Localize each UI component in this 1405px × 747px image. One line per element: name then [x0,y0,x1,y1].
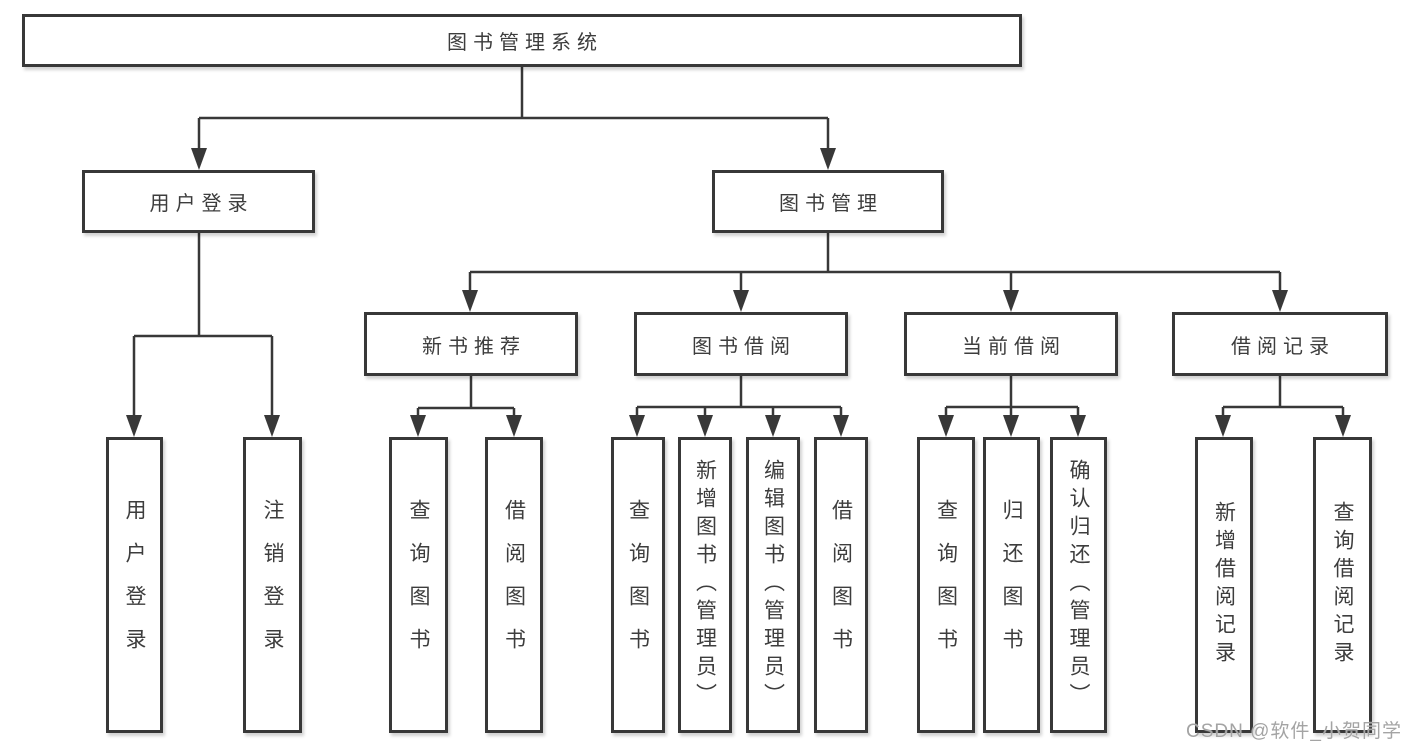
node-label: 新增图书（管理员） [693,459,717,711]
arrowheads [126,148,1351,437]
node-label: 确认归还（管理员） [1067,459,1090,711]
node-label: 查询图书 [407,499,430,671]
leaf-current-confirm-return-admin: 确认归还（管理员） [1050,437,1107,733]
leaf-logout: 注销登录 [243,437,302,733]
node-borrow-record: 借阅记录 [1172,312,1388,376]
node-label: 当前借阅 [962,335,1066,358]
node-label: 借阅图书 [502,499,526,671]
leaf-record-query: 查询借阅记录 [1313,437,1372,733]
node-label: 借阅图书 [829,499,853,671]
node-new-book-recommend: 新书推荐 [364,312,578,376]
node-label: 归还图书 [1000,499,1023,671]
node-label: 用户登录 [123,499,146,671]
leaf-borrow-query-book: 查询图书 [611,437,665,733]
leaf-current-return-book: 归还图书 [983,437,1040,733]
node-user-login: 用户登录 [82,170,315,233]
leaf-user-login: 用户登录 [106,437,163,733]
node-label: 用户登录 [149,193,254,215]
node-library-system-root: 图书管理系统 [22,14,1022,67]
node-label: 查询图书 [626,499,650,671]
leaf-record-add: 新增借阅记录 [1195,437,1253,733]
leaf-recommend-query-book: 查询图书 [389,437,448,733]
node-label: 注销登录 [261,499,284,671]
leaf-borrow-add-book-admin: 新增图书（管理员） [678,437,732,733]
node-book-management: 图书管理 [712,170,944,233]
leaf-recommend-borrow-book: 借阅图书 [485,437,543,733]
node-label: 新增借阅记录 [1212,501,1236,669]
node-label: 借阅记录 [1231,335,1335,358]
node-label: 查询借阅记录 [1331,501,1354,669]
node-label: 图书管理系统 [447,32,603,54]
node-label: 图书管理 [779,193,883,215]
csdn-watermark: CSDN @软件_小贺同学 [1186,721,1402,742]
node-current-borrow: 当前借阅 [904,312,1118,376]
node-label: 查询图书 [934,499,958,671]
leaf-borrow-borrow-book: 借阅图书 [814,437,868,733]
node-label: 编辑图书（管理员） [761,459,785,711]
node-label: 新书推荐 [422,335,526,358]
leaf-borrow-edit-book-admin: 编辑图书（管理员） [746,437,800,733]
node-book-borrow: 图书借阅 [634,312,848,376]
leaf-current-query-book: 查询图书 [917,437,975,733]
node-label: 图书借阅 [692,335,796,358]
